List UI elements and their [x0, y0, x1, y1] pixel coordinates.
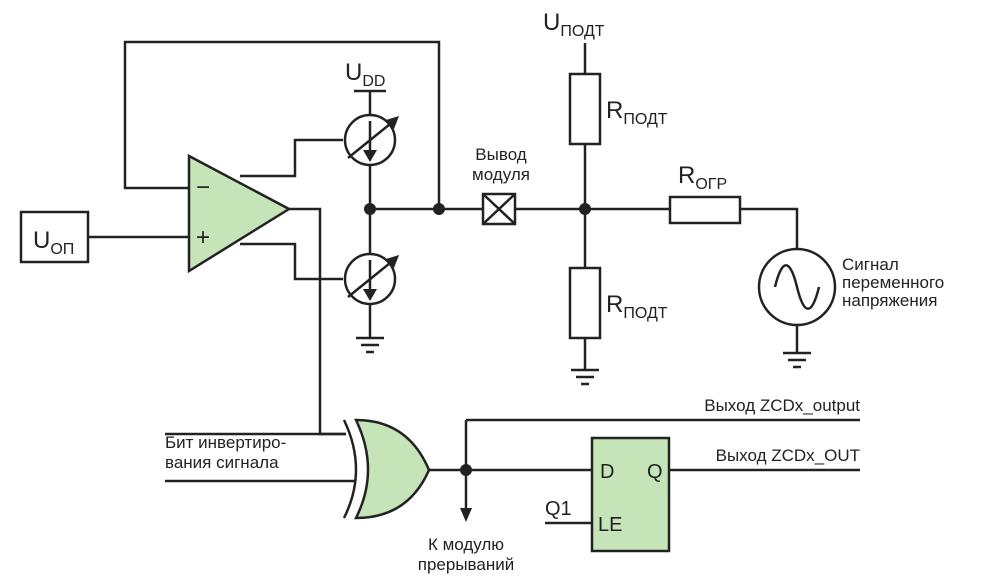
comparator-opamp — [187, 153, 292, 274]
pullup-resistor-top — [568, 72, 602, 146]
xor-gate — [342, 418, 431, 520]
d-latch — [590, 436, 671, 553]
output-zcd-out-label: Выход ZCDx_OUT — [716, 446, 860, 465]
limiting-resistor — [668, 195, 742, 225]
latch-d-pin: D — [600, 461, 614, 483]
wires — [88, 40, 860, 525]
pulldown-resistor-bottom — [568, 266, 602, 340]
ac-signal-label-line2: переменного — [842, 273, 944, 292]
ground-icon — [783, 351, 811, 369]
rogr-label: RОГР — [678, 162, 727, 193]
rpodt-top-label: RПОДТ — [606, 97, 668, 128]
ac-signal-label-line1: Сигнал — [842, 255, 899, 274]
module-pin-label-line1: Вывод — [475, 145, 526, 164]
ac-source-icon — [757, 247, 837, 327]
interrupt-label-line1: К модулю — [428, 535, 504, 554]
invert-bit-label-line2: вания сигнала — [165, 453, 279, 472]
opamp-plus-sign: + — [196, 224, 210, 251]
arrow-down-icon — [460, 508, 472, 522]
reference-voltage-box — [19, 210, 90, 264]
ac-signal-label-line3: напряжения — [842, 291, 937, 310]
uop-label: UОП — [33, 227, 74, 258]
interrupt-label-line2: прерываний — [418, 555, 514, 574]
upper-current-source-icon — [343, 113, 399, 167]
module-pin-label-line2: модуля — [472, 165, 530, 184]
junction-dot — [364, 203, 376, 215]
udd-label: UDD — [345, 59, 385, 90]
latch-le-pin: LE — [598, 514, 622, 536]
upodt-label: UПОДТ — [543, 9, 605, 40]
junction-dot — [460, 464, 472, 476]
invert-bit-label-line1: Бит инвертиро- — [165, 433, 286, 452]
opamp-minus-sign: − — [196, 174, 210, 201]
lower-current-source-icon — [343, 252, 399, 306]
ground-icon — [571, 368, 599, 386]
q1-label: Q1 — [545, 498, 572, 520]
rpodt-bottom-label: RПОДТ — [606, 291, 668, 322]
junction-dot — [433, 203, 445, 215]
junction-dot — [579, 203, 591, 215]
latch-q-pin: Q — [647, 461, 663, 483]
ground-icon — [356, 336, 384, 354]
module-pin-icon — [481, 192, 517, 226]
output-zcd-label: Выход ZCDx_output — [704, 396, 860, 415]
